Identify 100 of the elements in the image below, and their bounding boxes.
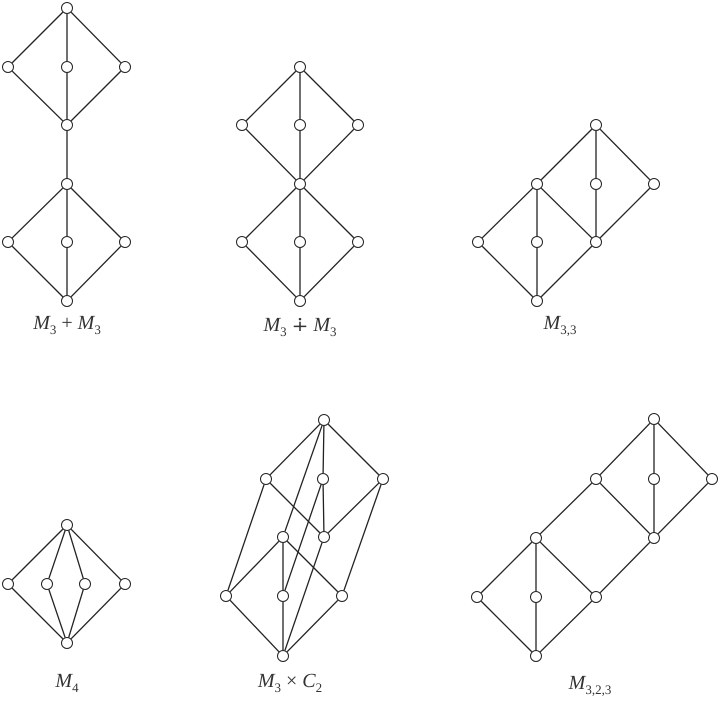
- lattice-element-circle: [531, 236, 543, 248]
- hasse-edge: [66, 190, 68, 236]
- lattice-element-circle: [119, 578, 131, 590]
- lattice-caption: M$_{3}$ ∔ M$_{3}$: [263, 313, 337, 340]
- hasse-edge: [227, 484, 265, 591]
- lattice-element-circle: [294, 119, 306, 131]
- lattice-element-circle: [648, 532, 660, 544]
- hasse-edge: [48, 589, 66, 638]
- hasse-edge: [480, 600, 532, 652]
- lattice-element-circle: [277, 590, 289, 602]
- hasse-edge: [540, 600, 592, 652]
- lattice-element-circle: [590, 178, 602, 190]
- lattice-caption: M$_{3,2,3}$: [568, 672, 612, 698]
- hasse-edge: [322, 426, 325, 474]
- hasse-edge: [328, 482, 380, 534]
- hasse-edge: [299, 131, 301, 178]
- hasse-edge: [70, 588, 122, 640]
- lattice-element-circle: [61, 236, 73, 248]
- hasse-edge: [304, 188, 354, 238]
- hasse-edge: [536, 248, 538, 295]
- lattice-element-circle: [590, 591, 602, 603]
- hasse-edge: [299, 190, 301, 236]
- hasse-edge: [70, 70, 122, 122]
- lattice-element-circle: [590, 236, 602, 248]
- lattice-element-circle: [2, 61, 14, 73]
- lattice-element-circle: [2, 236, 14, 248]
- hasse-edge: [70, 246, 122, 298]
- hasse-edge: [299, 73, 301, 119]
- lattice-element-circle: [318, 531, 330, 543]
- hasse-edge: [66, 248, 68, 295]
- hasse-edge: [282, 602, 284, 650]
- hasse-edge: [304, 246, 354, 298]
- hasse-edge: [282, 543, 284, 590]
- lattice-element-circle: [294, 295, 306, 307]
- hasse-edge: [284, 542, 323, 651]
- lattice-element-circle: [590, 473, 602, 485]
- lattice-element-circle: [2, 578, 14, 590]
- hasse-edge: [246, 246, 296, 298]
- hasse-edge: [322, 484, 325, 532]
- hasse-edge: [600, 482, 650, 534]
- lattice-element-circle: [79, 578, 91, 590]
- lattice-element-circle: [61, 61, 73, 73]
- hasse-edge: [12, 12, 64, 64]
- hasse-edge: [66, 131, 68, 178]
- hasse-edge: [66, 14, 68, 61]
- hasse-edge: [482, 188, 534, 238]
- hasse-edge: [299, 248, 301, 295]
- lattice-element-circle: [317, 473, 329, 485]
- lattice-element-circle: [471, 591, 483, 603]
- hasse-edge: [230, 600, 280, 652]
- hasse-edge: [12, 588, 64, 640]
- hasse-edge: [68, 590, 84, 638]
- hasse-edge: [600, 188, 650, 238]
- hasse-edge: [653, 425, 655, 473]
- lattice-element-circle: [61, 637, 73, 649]
- lattice-element-circle: [648, 473, 660, 485]
- lattice-element-circle: [236, 236, 248, 248]
- hasse-edge: [540, 188, 592, 238]
- hasse-edge: [658, 482, 708, 534]
- lattice-element-circle: [61, 519, 73, 531]
- hasse-edge: [540, 542, 592, 594]
- lattice-element-circle: [277, 531, 289, 543]
- hasse-edge: [480, 542, 532, 594]
- lattice-element-circle: [336, 590, 348, 602]
- lattice-element-circle: [260, 473, 272, 485]
- hasse-edge: [12, 528, 64, 580]
- lattice-element-circle: [318, 414, 330, 426]
- hasse-edge: [68, 530, 84, 578]
- hasse-edge: [600, 542, 650, 594]
- lattice-element-circle: [472, 236, 484, 248]
- lattice-element-circle: [706, 473, 718, 485]
- lattice-element-circle: [530, 650, 542, 662]
- lattice-element-circle: [61, 2, 73, 14]
- lattice-caption: M$_{4}$: [55, 670, 79, 696]
- hasse-edge: [540, 128, 592, 180]
- hasse-edge: [70, 188, 122, 238]
- hasse-edge: [230, 540, 280, 592]
- hasse-edge: [304, 70, 354, 122]
- lattice-element-circle: [352, 236, 364, 248]
- lattice-element-circle: [61, 178, 73, 190]
- lattice-caption: M$_{3}$ × C$_{2}$: [258, 670, 322, 696]
- hasse-edge: [658, 422, 708, 476]
- hasse-edge: [595, 190, 597, 236]
- lattice-element-circle: [294, 236, 306, 248]
- lattice-element-circle: [119, 61, 131, 73]
- lattice-element-circle: [277, 650, 289, 662]
- hasse-edge: [70, 528, 122, 580]
- lattice-element-circle: [530, 532, 542, 544]
- lattice-element-circle: [590, 119, 602, 131]
- hasse-edge: [270, 424, 320, 476]
- lattice-element-circle: [531, 178, 543, 190]
- lattice-element-circle: [236, 119, 248, 131]
- hasse-edge: [246, 188, 296, 238]
- hasse-edge: [653, 485, 655, 532]
- hasse-edge: [286, 540, 338, 592]
- hasse-edge: [328, 424, 380, 476]
- hasse-edge: [246, 128, 296, 180]
- hasse-edge: [48, 530, 66, 579]
- hasse-edge: [284, 484, 322, 591]
- hasse-edge: [540, 246, 592, 298]
